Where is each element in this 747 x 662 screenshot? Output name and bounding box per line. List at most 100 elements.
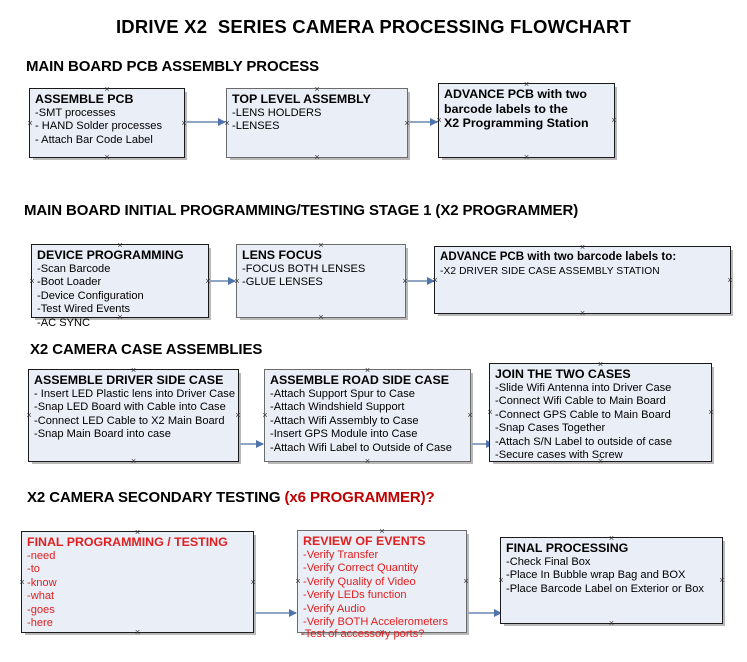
box-line: -Insert GPS Module into Case [270,428,418,441]
box-body: ADVANCE PCB with two barcode labels to t… [439,84,614,131]
box-line: -goes [27,603,55,616]
connection-handle-bottom[interactable] [523,154,530,161]
box-title: ASSEMBLE PCB [35,92,134,106]
connection-handle-right[interactable] [250,579,257,586]
box-advance-pcb-driver-side-case-station[interactable]: ADVANCE PCB with two barcode labels to: … [434,246,731,314]
box-title: FINAL PROCESSING [506,541,629,555]
box-advance-pcb-programming-station[interactable]: ADVANCE PCB with two barcode labels to t… [438,83,615,158]
connection-handle-bottom[interactable] [130,458,137,465]
box-title: JOIN THE TWO CASES [495,367,631,381]
connection-handle-top[interactable] [318,242,325,249]
connection-handle-top[interactable] [117,242,124,249]
box-final-programming-testing[interactable]: FINAL PROGRAMMING / TESTING -need -to -k… [21,531,254,633]
connection-handle-left[interactable] [295,578,302,585]
section-heading-text: MAIN BOARD PCB ASSEMBLY PROCESS [26,58,320,75]
connection-handle-top[interactable] [130,367,137,374]
connector-final-programming-to-review-of-events [255,609,297,617]
connection-handle-left[interactable] [262,412,269,419]
connection-handle-right[interactable] [235,412,242,419]
box-join-the-two-cases[interactable]: JOIN THE TWO CASES -Slide Wifi Antenna i… [489,363,712,462]
connection-handle-left[interactable] [29,278,36,285]
connector-device-programming-to-lens-focus [210,277,236,285]
box-body: ASSEMBLE PCB -SMT processes - HAND Solde… [30,89,184,147]
connection-handle-bottom[interactable] [104,154,111,161]
connection-handle-top[interactable] [597,361,604,368]
box-final-processing[interactable]: FINAL PROCESSING -Check Final Box -Place… [500,537,723,624]
connection-handle-right[interactable] [708,409,715,416]
connector-assemble-pcb-to-top-level-assembly [186,118,226,126]
box-top-level-assembly[interactable]: TOP LEVEL ASSEMBLY -LENS HOLDERS -LENSES [226,88,408,158]
connection-handle-bottom[interactable] [608,620,615,627]
connection-handle-bottom[interactable] [134,629,141,636]
box-title: REVIEW OF EVENTS [303,534,426,548]
connection-handle-top[interactable] [134,529,141,536]
box-body: FINAL PROGRAMMING / TESTING -need -to -k… [22,532,253,631]
connection-handle-bottom[interactable] [597,458,604,465]
connection-handle-left[interactable] [498,577,505,584]
box-review-of-events[interactable]: REVIEW OF EVENTS -Verify Transfer -Verif… [297,530,467,633]
box-line: -X2 DRIVER SIDE CASE ASSEMBLY STATION [440,265,660,277]
connection-handle-left[interactable] [436,117,443,124]
box-title: DEVICE PROGRAMMING [37,248,184,262]
connection-handle-top[interactable] [579,244,586,251]
box-line: - Insert LED Plastic lens into Driver Ca… [34,387,235,400]
box-body: LENS FOCUS -FOCUS BOTH LENSES -GLUE LENS… [237,245,405,290]
section-heading-main-board-initial-programming: MAIN BOARD INITIAL PROGRAMMING/TESTING S… [24,202,578,219]
section-heading-text: X2 CAMERA CASE ASSEMBLIES [30,341,263,358]
connection-handle-top[interactable] [523,81,530,88]
box-body: FINAL PROCESSING -Check Final Box -Place… [501,538,722,596]
box-assemble-pcb[interactable]: ASSEMBLE PCB -SMT processes - HAND Solde… [29,88,185,158]
connection-handle-left[interactable] [19,579,26,586]
connection-handle-top[interactable] [314,86,321,93]
box-line: -Snap LED Board with Cable into Case [34,401,226,414]
box-line: -Verify Audio [303,602,366,615]
box-line: -Place Barcode Label on Exterior or Box [506,582,704,595]
box-line: - Attach Bar Code Label [35,133,153,146]
box-assemble-driver-side-case[interactable]: ASSEMBLE DRIVER SIDE CASE - Insert LED P… [28,369,239,462]
box-title: ADVANCE PCB with two [444,87,587,101]
connection-handle-right[interactable] [719,577,726,584]
connection-handle-right[interactable] [611,117,618,124]
connector-lens-focus-to-advance-pcb [407,277,435,285]
connection-handle-right[interactable] [467,412,474,419]
box-line: -Scan Barcode [37,262,111,275]
box-lens-focus[interactable]: LENS FOCUS -FOCUS BOTH LENSES -GLUE LENS… [236,244,406,318]
box-title-line3: X2 Programming Station [444,116,589,130]
connector-review-of-events-to-final-processing [468,609,502,617]
box-assemble-road-side-case[interactable]: ASSEMBLE ROAD SIDE CASE -Attach Support … [264,369,471,462]
connection-handle-left[interactable] [26,412,33,419]
box-review-of-events-overflow-line: -Test of accessory ports? [301,628,425,640]
connection-handle-left[interactable] [27,120,34,127]
connection-handle-left[interactable] [487,409,494,416]
connection-handle-top[interactable] [104,86,111,93]
connection-handle-bottom[interactable] [579,310,586,317]
connection-handle-left[interactable] [234,278,241,285]
connection-handle-bottom[interactable] [318,314,325,321]
box-line: -Place In Bubble wrap Bag and BOX [506,569,686,582]
connection-handle-bottom[interactable] [314,154,321,161]
box-title-line2: barcode labels to the [444,101,568,116]
connection-handle-right[interactable] [727,277,734,284]
connection-handle-top[interactable] [364,367,371,374]
connection-handle-right[interactable] [463,578,470,585]
connection-handle-bottom[interactable] [364,458,371,465]
box-line: -LENSES [232,120,280,133]
box-line: -Attach Support Spur to Case [270,387,415,400]
connection-handle-left[interactable] [432,277,439,284]
box-line: -Slide Wifi Antenna into Driver Case [495,381,672,394]
box-title: LENS FOCUS [242,248,322,262]
section-heading-x2-camera-secondary-testing: X2 CAMERA SECONDARY TESTING (x6 PROGRAMM… [27,489,435,506]
box-line: -Connect GPS Cable to Main Board [495,408,671,421]
connection-handle-left[interactable] [224,120,231,127]
box-device-programming[interactable]: DEVICE PROGRAMMING -Scan Barcode -Boot L… [29,242,209,329]
connection-handle-top[interactable] [608,535,615,542]
box-line: - HAND Solder processes [35,120,163,133]
box-body: ASSEMBLE DRIVER SIDE CASE - Insert LED P… [29,370,238,442]
box-body: JOIN THE TWO CASES -Slide Wifi Antenna i… [490,364,711,463]
box-line: -Verify Correct Quantity [303,562,419,575]
box-line: -Verify LEDs function [303,589,407,602]
connection-handle-top[interactable] [379,528,386,535]
connection-handle-bottom[interactable] [117,314,124,321]
box-body: ASSEMBLE ROAD SIDE CASE -Attach Support … [265,370,470,455]
page-title: IDRIVE X2 SERIES CAMERA PROCESSING FLOWC… [115,16,632,37]
